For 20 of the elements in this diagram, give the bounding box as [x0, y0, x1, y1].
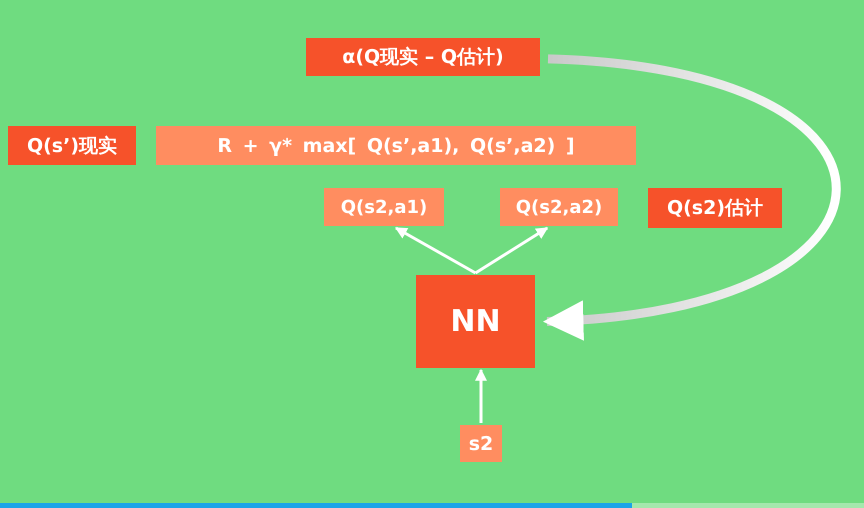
formula-text: s2 [468, 432, 494, 454]
arrow [475, 368, 487, 423]
formula-text: α(Q现实 – Q估计) [342, 45, 504, 70]
curved-arrow [542, 54, 840, 339]
formula-box [8, 126, 136, 165]
formula-text: Q(s2,a2) [516, 196, 602, 218]
formula-text: NN [450, 304, 501, 339]
formula-box [156, 126, 636, 165]
process-box [416, 275, 535, 368]
formula-box [500, 188, 618, 226]
formula-box [460, 425, 502, 462]
formula-box [324, 188, 444, 226]
arrow [394, 226, 476, 274]
formula-text: R + γ* max[ Q(s’,a1), Q(s’,a2) ] [217, 134, 575, 156]
arrow [474, 226, 548, 274]
formula-text: Q(s’)现实 [26, 134, 118, 158]
formula-box [306, 38, 540, 76]
formula-text: Q(s2)估计 [666, 196, 764, 221]
formula-text: Q(s2,a1) [340, 196, 428, 218]
formula-box [648, 188, 782, 228]
